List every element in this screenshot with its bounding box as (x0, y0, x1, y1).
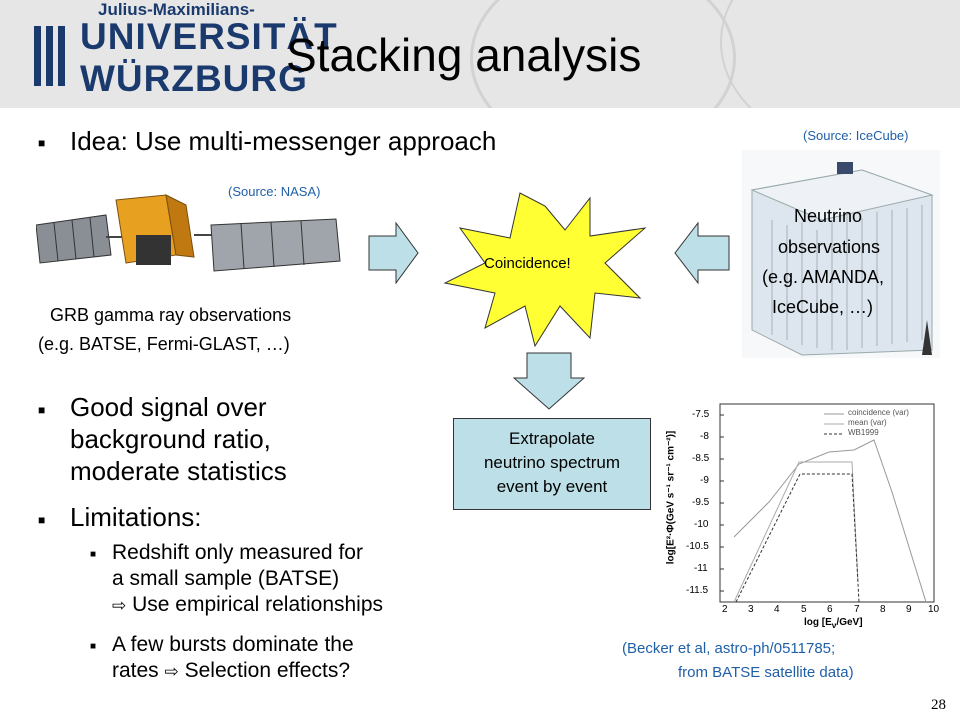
hollow-right-arrow-icon: ⇨ (164, 662, 179, 681)
square-bullet-icon: ■ (90, 641, 97, 652)
xtick: 4 (774, 604, 780, 615)
logo-subtitle: Julius-Maximilians- (98, 0, 255, 19)
logo-line-1: UNIVERSITÄT (80, 16, 338, 57)
source-becker-line2: from BATSE satellite data) (678, 664, 854, 681)
neutrino-caption-line3: (e.g. AMANDA, (762, 267, 885, 287)
x-axis-label: log [Eν/GeV] (804, 617, 863, 630)
seal-watermark-2 (720, 0, 960, 108)
ytick: -10.5 (686, 541, 709, 552)
x-axis-label-main: log [E (804, 617, 832, 628)
square-bullet-icon: ■ (38, 513, 46, 527)
slide-title: Stacking analysis (286, 29, 642, 81)
extrapolate-box: Extrapolate neutrino spectrum event by e… (453, 418, 651, 510)
satellite-image (36, 194, 341, 272)
coincidence-starburst (443, 192, 647, 348)
sub2-line1: A few bursts dominate the (112, 633, 354, 656)
xtick: 6 (827, 604, 833, 615)
xtick: 7 (854, 604, 860, 615)
sub1-line3-wrap: ⇨ Use empirical relationships (112, 593, 383, 617)
xtick: 2 (722, 604, 728, 615)
arrow-left-icon (674, 222, 730, 284)
source-becker-line1: (Becker et al, astro-ph/0511785; (622, 640, 836, 657)
ytick: -7.5 (692, 409, 710, 420)
university-logo-icon (34, 26, 65, 86)
xtick: 8 (880, 604, 886, 615)
legend-mean: mean (var) (848, 418, 887, 427)
ytick: -11 (694, 563, 708, 574)
legend-coincidence: coincidence (var) (848, 408, 909, 417)
xtick: 5 (801, 604, 807, 615)
good-signal-line1: Good signal over (70, 392, 267, 422)
bullet-idea: Idea: Use multi-messenger approach (70, 126, 497, 156)
page-number: 28 (931, 697, 946, 713)
y-axis-label: log[E²·Φ(GeV s⁻¹ sr⁻¹ cm⁻²)] (665, 430, 677, 565)
slide-header: Julius-Maximilians- UNIVERSITÄT WÜRZBURG… (0, 0, 960, 108)
sub1-line3: Use empirical relationships (132, 593, 384, 616)
x-axis-label-sub: ν (831, 620, 837, 630)
icecube-image (742, 150, 940, 358)
university-logo: Julius-Maximilians- UNIVERSITÄT WÜRZBURG (14, 0, 337, 108)
extrapolate-line3: event by event (496, 477, 608, 496)
spectrum-plot-svg (719, 403, 935, 603)
square-bullet-icon: ■ (38, 136, 46, 150)
arrow-down-icon (513, 352, 585, 410)
arrow-right-icon (368, 222, 419, 284)
sub1-line2: a small sample (BATSE) (112, 567, 340, 590)
ytick: -8.5 (692, 453, 710, 464)
extrapolate-line1: Extrapolate (509, 429, 595, 448)
sub2-line2: rates (112, 659, 159, 682)
ytick: -8 (700, 431, 709, 442)
xtick: 10 (928, 604, 940, 615)
limitations-heading: Limitations: (70, 502, 202, 532)
xtick: 9 (906, 604, 912, 615)
spectrum-plot: coincidence (var) mean (var) WB1999 -7.5… (664, 392, 948, 632)
coincidence-label: Coincidence! (484, 255, 571, 272)
source-icecube: (Source: IceCube) (803, 128, 909, 143)
good-signal-line2: background ratio, (70, 424, 271, 454)
ytick: -11.5 (686, 585, 709, 596)
grb-caption-line2: (e.g. BATSE, Fermi-GLAST, …) (38, 334, 290, 354)
legend-wb1999: WB1999 (848, 428, 879, 437)
ytick: -10 (694, 519, 709, 530)
xtick: 3 (748, 604, 754, 615)
source-nasa: (Source: NASA) (228, 184, 321, 199)
grb-caption-line1: GRB gamma ray observations (50, 305, 292, 325)
ytick: -9 (700, 475, 709, 486)
hollow-right-arrow-icon: ⇨ (112, 596, 127, 615)
ytick: -9.5 (692, 497, 710, 508)
good-signal-line3: moderate statistics (70, 456, 287, 486)
neutrino-caption-line2: observations (778, 237, 881, 257)
x-axis-label-end: /GeV] (836, 617, 863, 628)
extrapolate-line2: neutrino spectrum (483, 453, 621, 472)
sub2-line2-wrap: rates ⇨ Selection effects? (112, 659, 350, 683)
square-bullet-icon: ■ (38, 403, 46, 417)
sub2-line3: Selection effects? (184, 659, 351, 682)
neutrino-caption-line4: IceCube, …) (772, 297, 874, 317)
logo-line-2: WÜRZBURG (80, 58, 308, 99)
sub1-line1: Redshift only measured for (112, 541, 363, 564)
square-bullet-icon: ■ (90, 549, 97, 560)
neutrino-caption-line1: Neutrino (794, 206, 863, 226)
